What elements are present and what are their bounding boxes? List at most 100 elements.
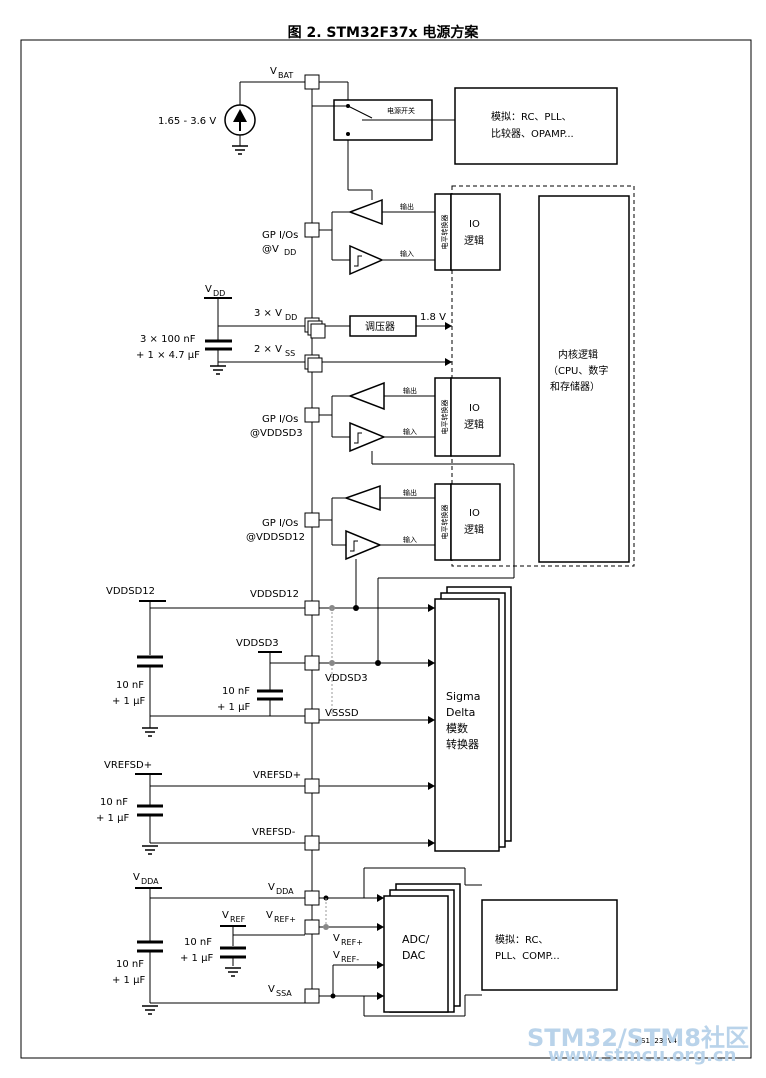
analog-bottom-line1: 模拟：RC、 [495,933,548,946]
core-logic-line2: （CPU、数字 [548,364,608,377]
regulator-label: 调压器 [365,321,395,333]
vref-plus-label: V [266,910,273,921]
level-shifter-3-label: 电平转换器 [440,505,449,540]
schmitt-input-icon-2 [349,421,386,453]
gpio-sd12-label-2: @VDDSD12 [246,532,305,543]
vss2-label: 2 × V [254,344,282,355]
vss2-sub: SS [285,349,295,358]
sd12-caps-line2: + 1 μF [112,696,145,707]
analog-top-line1: 模拟：RC、PLL、 [491,110,572,123]
vref-plus-adc-sub: REF+ [341,938,363,947]
vsssd-label: VSSSD [325,708,359,719]
vref-ext-sub: REF [230,915,246,924]
vdda-int-sub: DDA [276,887,294,896]
vrefsd-caps-line1: 10 nF [100,797,128,808]
vdd-ext-label: V [205,284,212,295]
vdda-caps-line1: 10 nF [116,959,144,970]
vddsd3-pad [304,655,320,671]
vbat-sub: BAT [278,71,293,80]
adc-dac-line1: ADC/ [402,933,430,946]
io-logic-2 [450,377,501,457]
gpio-sd12-pad [304,512,320,528]
vrefsd-plus-int-label: VREFSD+ [253,770,301,781]
vdda-ext-sub: DDA [141,877,159,886]
gpio-sd3-pad [304,407,320,423]
vdd-triple-pad [304,317,326,339]
out-label-2: 输出 [403,386,417,395]
vdda-ext-label: V [133,872,140,883]
out-label-3: 输出 [403,488,417,497]
output-buffer-icon-3 [343,484,381,512]
sd3-caps-line2: + 1 μF [217,702,250,713]
output-buffer-icon-2 [347,381,385,411]
vrefsd-minus-pad [304,835,320,851]
gpio-sd12-label-1: GP I/Os [262,518,298,529]
io-logic-1 [450,193,501,271]
vref-minus-adc-label: V [333,950,340,961]
io-logic-1-line2: 逻辑 [464,234,484,247]
vssa-sub: SSA [276,989,292,998]
gpio-sd3-label-2: @VDDSD3 [250,428,303,439]
analog-bottom-line2: PLL、COMP... [495,951,560,962]
vdd3-label: 3 × V [254,308,282,319]
vrefsd-minus-label: VREFSD- [252,827,296,838]
core-logic-box [538,195,630,563]
vrefsd-plus-pad [304,778,320,794]
vdd-ext-sub: DD [213,289,225,298]
in-label-1: 输入 [400,249,414,258]
adc-dac-block [383,883,461,1013]
sigma-delta-block [434,586,512,852]
analog-top-box [454,87,618,165]
level-shifter-1-label: 电平转换器 [440,215,449,250]
schmitt-input-icon-3 [345,529,382,561]
vref-plus-pad [304,919,320,935]
vssa-label: V [268,984,275,995]
vrefsd-plus-ext-label: VREFSD+ [104,760,152,771]
analog-bottom-box [481,899,618,991]
vref-caps-line1: 10 nF [184,937,212,948]
sigma-delta-line1: Sigma [446,690,480,703]
vdd-caps-line2: + 1 × 4.7 μF [136,350,200,361]
core-logic-line3: 和存储器） [550,380,600,393]
vrefsd-caps-line2: + 1 μF [96,813,129,824]
level-shifter-2-label: 电平转换器 [440,400,449,435]
io-logic-2-line1: IO [469,403,480,414]
sd3-caps-line1: 10 nF [222,686,250,697]
switch-icon [346,104,378,136]
ref-code: MS19232V4 [635,1037,678,1045]
vssa-pad [304,988,320,1004]
gpio-sd3-label-1: GP I/Os [262,414,298,425]
io-logic-1-line1: IO [469,219,480,230]
vdd-caps-line1: 3 × 100 nF [140,334,196,345]
sigma-delta-line2: Delta [446,706,475,719]
out-label-1: 输出 [400,202,414,211]
in-label-2: 输入 [403,427,417,436]
vddsd3-ext-label: VDDSD3 [236,638,279,649]
gpio-vdd-pad [304,222,320,238]
vdda-pad [304,890,320,906]
vddsd12-ext-label: VDDSD12 [106,586,155,597]
watermark-line1: STM32/STM8社区 [527,1024,749,1052]
regulator-out: 1.8 V [420,312,446,323]
vsssd-pad [304,708,320,724]
io-logic-2-line2: 逻辑 [464,418,484,431]
core-domain-boundary [451,185,635,567]
adc-dac-line2: DAC [402,949,426,962]
vref-caps-line2: + 1 μF [180,953,213,964]
analog-top-line2: 比较器、OPAMP... [491,127,574,140]
io-logic-3 [450,483,501,561]
vref-plus-adc-label: V [333,933,340,944]
vbat-pad [304,74,320,90]
gpio-vdd-label-1: GP I/Os [262,230,298,241]
power-switch-label: 电源开关 [387,106,415,115]
sigma-delta-line3: 模数 [446,722,468,735]
io-logic-3-line1: IO [469,508,480,519]
core-logic-line1: 内核逻辑 [558,348,598,361]
output-buffer-icon [347,198,383,226]
io-logic-3-line2: 逻辑 [464,523,484,536]
vddsd12-pad [304,600,320,616]
vddsd3-int-label: VDDSD3 [325,673,368,684]
vref-minus-adc-sub: REF- [341,955,359,964]
vss-double-pad [304,354,323,373]
